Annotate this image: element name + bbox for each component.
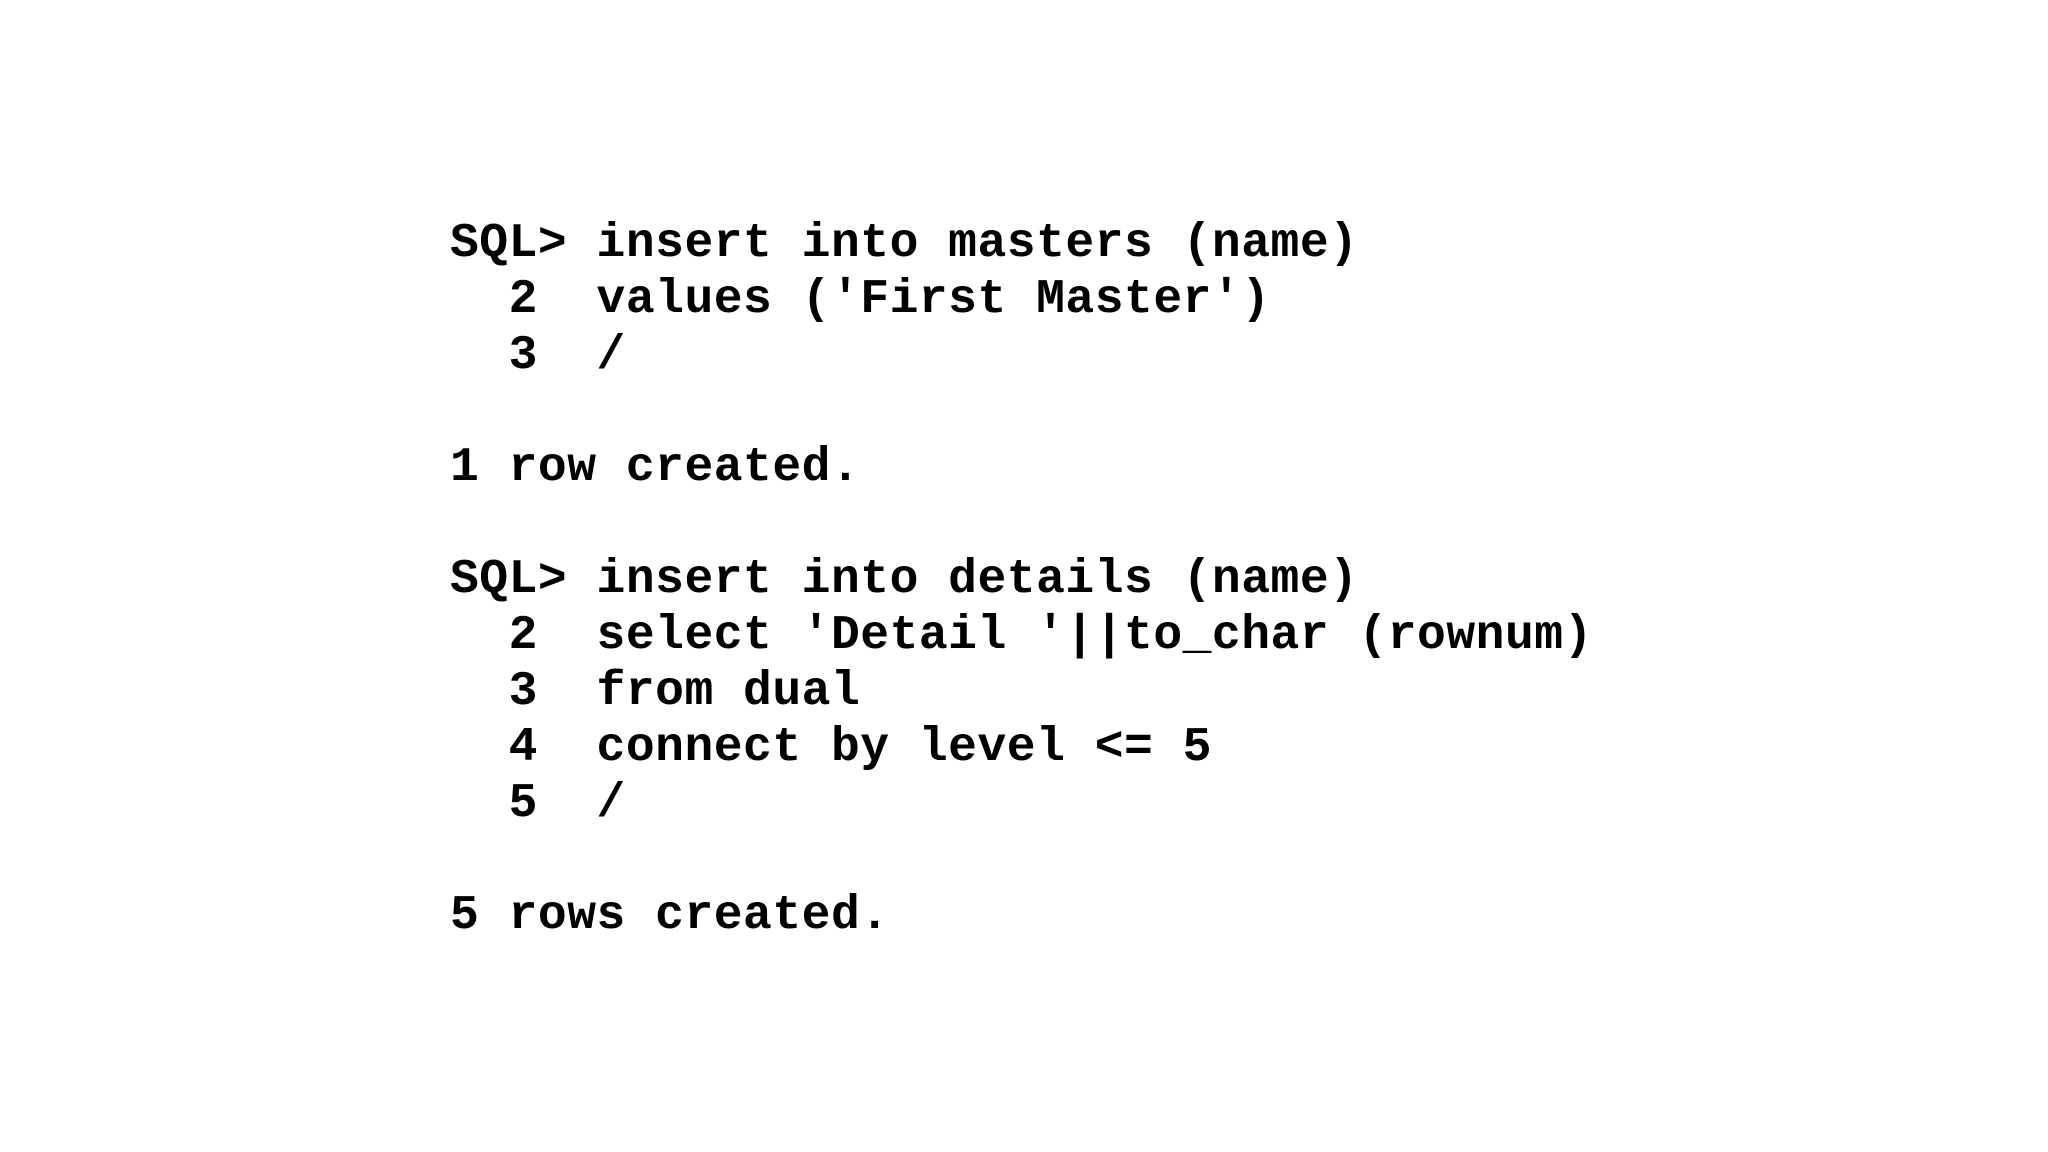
terminal-output-area: SQL> insert into masters (name) 2 values…	[450, 216, 1593, 944]
sqlplus-terminal-output: SQL> insert into masters (name) 2 values…	[450, 217, 1593, 943]
